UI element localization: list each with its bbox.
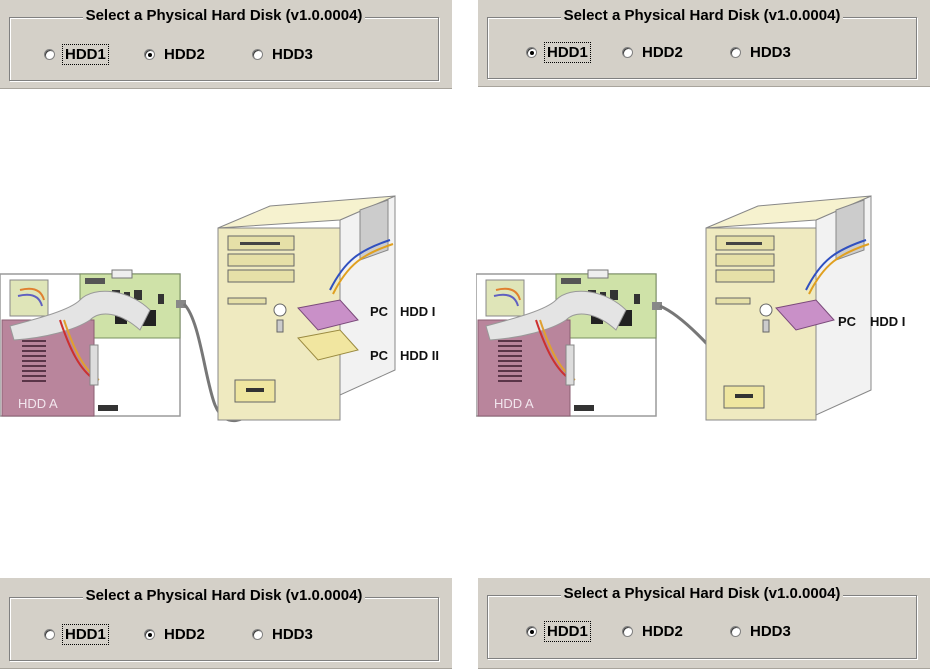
groupbox-title: Select a Physical Hard Disk (v1.0.0004) — [561, 7, 844, 24]
pc-label-1: PC — [838, 314, 857, 329]
radio-button-icon[interactable] — [252, 629, 263, 640]
radio-hdd2-label: HDD2 — [642, 623, 683, 640]
radio-button-icon[interactable] — [730, 626, 741, 637]
radio-hdd3[interactable]: HDD3 — [730, 623, 791, 640]
radio-hdd1-label: HDD1 — [546, 44, 589, 61]
radio-hdd2[interactable]: HDD2 — [622, 44, 683, 61]
radio-button-icon[interactable] — [730, 47, 741, 58]
radio-hdd3-label: HDD3 — [750, 44, 791, 61]
radio-hdd3-label: HDD3 — [272, 46, 313, 63]
hdd-a-label: HDD A — [494, 396, 534, 411]
connection-diagram-one-drive: HDD A PC HDD I — [476, 190, 930, 435]
connection-diagram-two-drives: HDD A PC HDD I PC HDD II — [0, 190, 460, 435]
radio-hdd2[interactable]: HDD2 — [622, 623, 683, 640]
radio-hdd1[interactable]: HDD1 — [44, 46, 107, 63]
radio-hdd2-label: HDD2 — [164, 46, 205, 63]
drive-label-hdd-ii: HDD II — [400, 348, 439, 363]
radio-button-icon[interactable] — [252, 49, 263, 60]
radio-button-selected-icon[interactable] — [144, 49, 155, 60]
radio-hdd1-label: HDD1 — [64, 46, 107, 63]
radio-button-selected-icon[interactable] — [526, 626, 537, 637]
hdd-a-label: HDD A — [18, 396, 58, 411]
disk-select-panel-bottom-left: Select a Physical Hard Disk (v1.0.0004) … — [0, 578, 452, 669]
radio-hdd1[interactable]: HDD1 — [526, 44, 589, 61]
disk-select-groupbox: Select a Physical Hard Disk (v1.0.0004) … — [9, 597, 439, 661]
radio-hdd2-label: HDD2 — [642, 44, 683, 61]
radio-hdd2[interactable]: HDD2 — [144, 626, 205, 643]
radio-button-selected-icon[interactable] — [144, 629, 155, 640]
disk-select-groupbox: Select a Physical Hard Disk (v1.0.0004) … — [487, 595, 917, 659]
radio-hdd3-label: HDD3 — [750, 623, 791, 640]
drive-label-hdd-i: HDD I — [400, 304, 435, 319]
radio-hdd1[interactable]: HDD1 — [526, 623, 589, 640]
radio-hdd3-label: HDD3 — [272, 626, 313, 643]
disk-select-groupbox: Select a Physical Hard Disk (v1.0.0004) … — [487, 17, 917, 79]
groupbox-title: Select a Physical Hard Disk (v1.0.0004) — [83, 7, 366, 24]
radio-hdd2-label: HDD2 — [164, 626, 205, 643]
disk-select-panel-top-left: Select a Physical Hard Disk (v1.0.0004) … — [0, 0, 452, 89]
radio-hdd3[interactable]: HDD3 — [252, 626, 313, 643]
pc-label-1: PC — [370, 304, 389, 319]
groupbox-title: Select a Physical Hard Disk (v1.0.0004) — [561, 585, 844, 602]
pc-label-2: PC — [370, 348, 389, 363]
radio-hdd1-label: HDD1 — [64, 626, 107, 643]
radio-hdd1-label: HDD1 — [546, 623, 589, 640]
groupbox-title: Select a Physical Hard Disk (v1.0.0004) — [83, 587, 366, 604]
radio-button-selected-icon[interactable] — [526, 47, 537, 58]
disk-select-groupbox: Select a Physical Hard Disk (v1.0.0004) … — [9, 17, 439, 81]
radio-hdd2[interactable]: HDD2 — [144, 46, 205, 63]
radio-hdd3[interactable]: HDD3 — [730, 44, 791, 61]
drive-label-hdd-i: HDD I — [870, 314, 905, 329]
radio-button-icon[interactable] — [622, 626, 633, 637]
radio-button-icon[interactable] — [44, 49, 55, 60]
radio-hdd3[interactable]: HDD3 — [252, 46, 313, 63]
radio-button-icon[interactable] — [622, 47, 633, 58]
radio-hdd1[interactable]: HDD1 — [44, 626, 107, 643]
disk-select-panel-bottom-right: Select a Physical Hard Disk (v1.0.0004) … — [478, 578, 930, 669]
disk-select-panel-top-right: Select a Physical Hard Disk (v1.0.0004) … — [478, 0, 930, 87]
radio-button-icon[interactable] — [44, 629, 55, 640]
